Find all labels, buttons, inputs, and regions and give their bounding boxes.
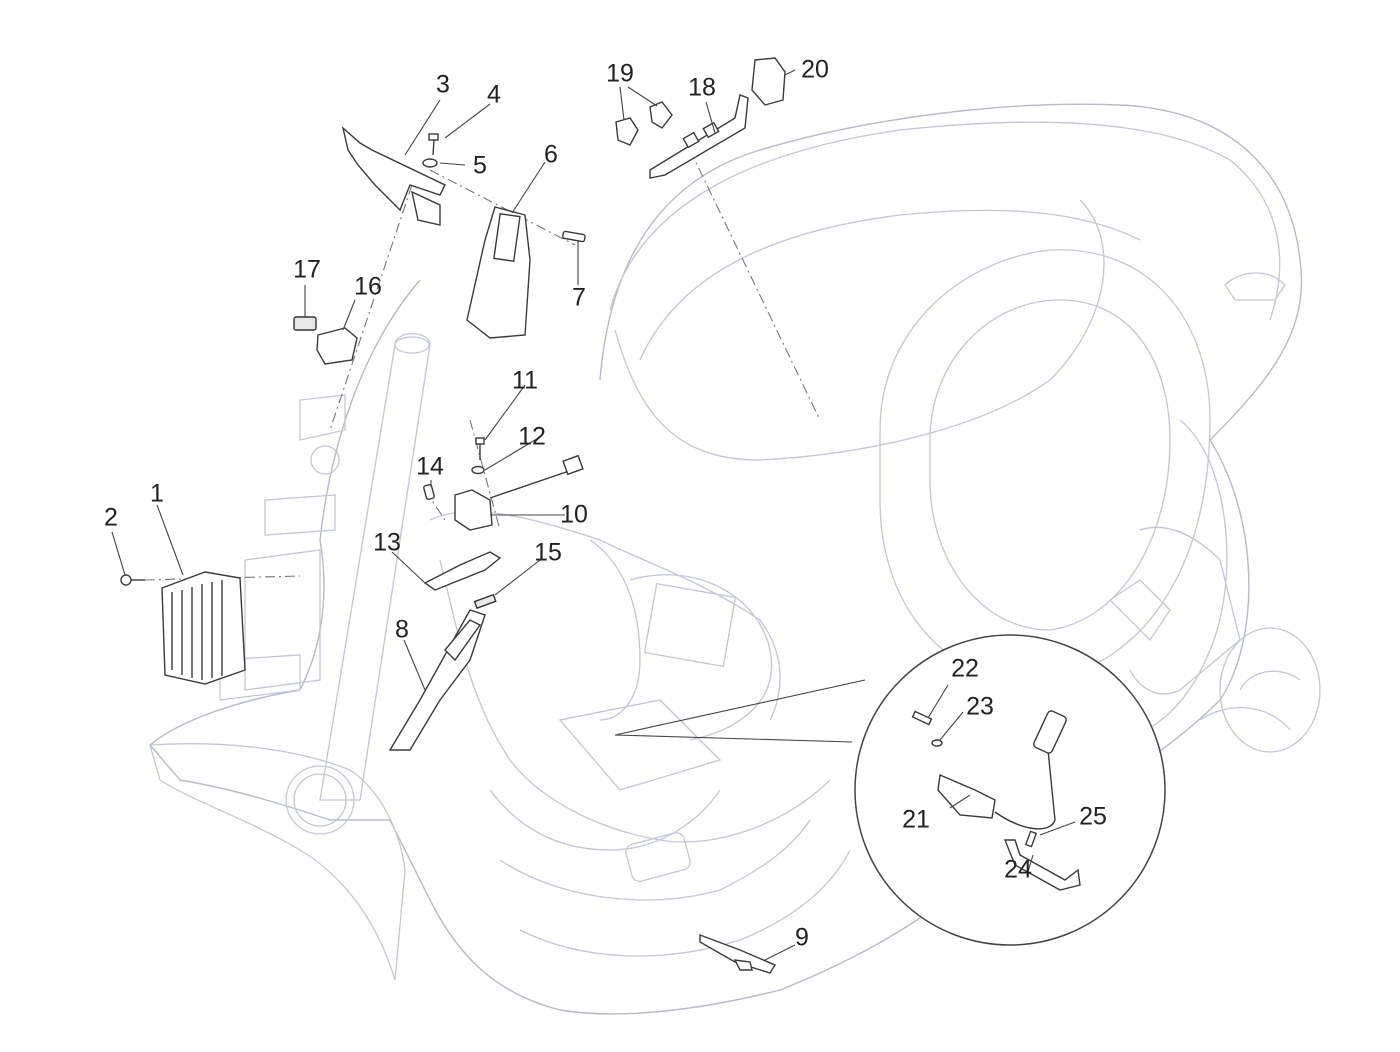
scooter-body	[149, 103, 1321, 1015]
part-13-bracket	[423, 551, 502, 591]
callout-4[interactable]: 4	[487, 80, 501, 109]
part-11-screw	[475, 437, 485, 460]
part-7-screw	[562, 230, 586, 243]
callout-11[interactable]: 11	[512, 366, 538, 395]
part-8-cable-cover	[388, 609, 486, 751]
part-6-control-unit	[466, 206, 531, 339]
callout-23[interactable]: 23	[966, 692, 994, 721]
detail-circle	[614, 634, 1166, 946]
part-10-sensor	[454, 454, 584, 531]
part-15-clip	[473, 593, 497, 610]
callout-20[interactable]: 20	[801, 55, 829, 84]
part-23-washer	[931, 739, 943, 747]
callout-16[interactable]: 16	[354, 272, 382, 301]
part-2-screw	[120, 574, 145, 586]
callout-12[interactable]: 12	[518, 422, 546, 451]
callout-8[interactable]: 8	[395, 615, 409, 644]
part-3-bracket	[341, 126, 446, 226]
part-16-relay	[316, 327, 358, 365]
part-4-screw	[428, 133, 439, 156]
callout-6[interactable]: 6	[544, 140, 558, 169]
part-24-coil-bracket	[1003, 839, 1081, 891]
part-12-washer	[471, 465, 485, 475]
part-19-connectors	[615, 101, 673, 146]
leader-lines	[111, 69, 1076, 961]
part-25-screw	[1024, 830, 1038, 848]
part-22-screw	[911, 710, 933, 726]
callout-1[interactable]: 1	[150, 479, 164, 508]
callout-21[interactable]: 21	[902, 805, 930, 834]
part-9-cable-guide	[699, 933, 777, 974]
callout-2[interactable]: 2	[104, 503, 118, 532]
callout-18[interactable]: 18	[688, 73, 716, 102]
part-14-screw	[423, 483, 435, 501]
callout-10[interactable]: 10	[560, 500, 588, 529]
part-1-regulator	[161, 571, 246, 685]
callout-9[interactable]: 9	[795, 923, 809, 952]
part-5-washer	[422, 158, 438, 168]
callout-5[interactable]: 5	[473, 151, 487, 180]
callout-22[interactable]: 22	[951, 654, 979, 683]
callout-24[interactable]: 24	[1004, 855, 1032, 884]
callout-14[interactable]: 14	[416, 452, 444, 481]
assembly-lines	[144, 149, 821, 581]
callout-13[interactable]: 13	[373, 528, 401, 557]
part-17-relay-small	[293, 316, 317, 331]
callout-7[interactable]: 7	[572, 283, 586, 312]
callout-3[interactable]: 3	[436, 70, 450, 99]
callout-17[interactable]: 17	[293, 255, 321, 284]
part-20-connector-housing	[751, 57, 786, 106]
part-18-connector-bracket	[649, 94, 749, 179]
callout-15[interactable]: 15	[534, 538, 562, 567]
callout-25[interactable]: 25	[1079, 802, 1107, 831]
callout-19[interactable]: 19	[606, 59, 634, 88]
part-21-ignition-coil	[937, 710, 1067, 830]
